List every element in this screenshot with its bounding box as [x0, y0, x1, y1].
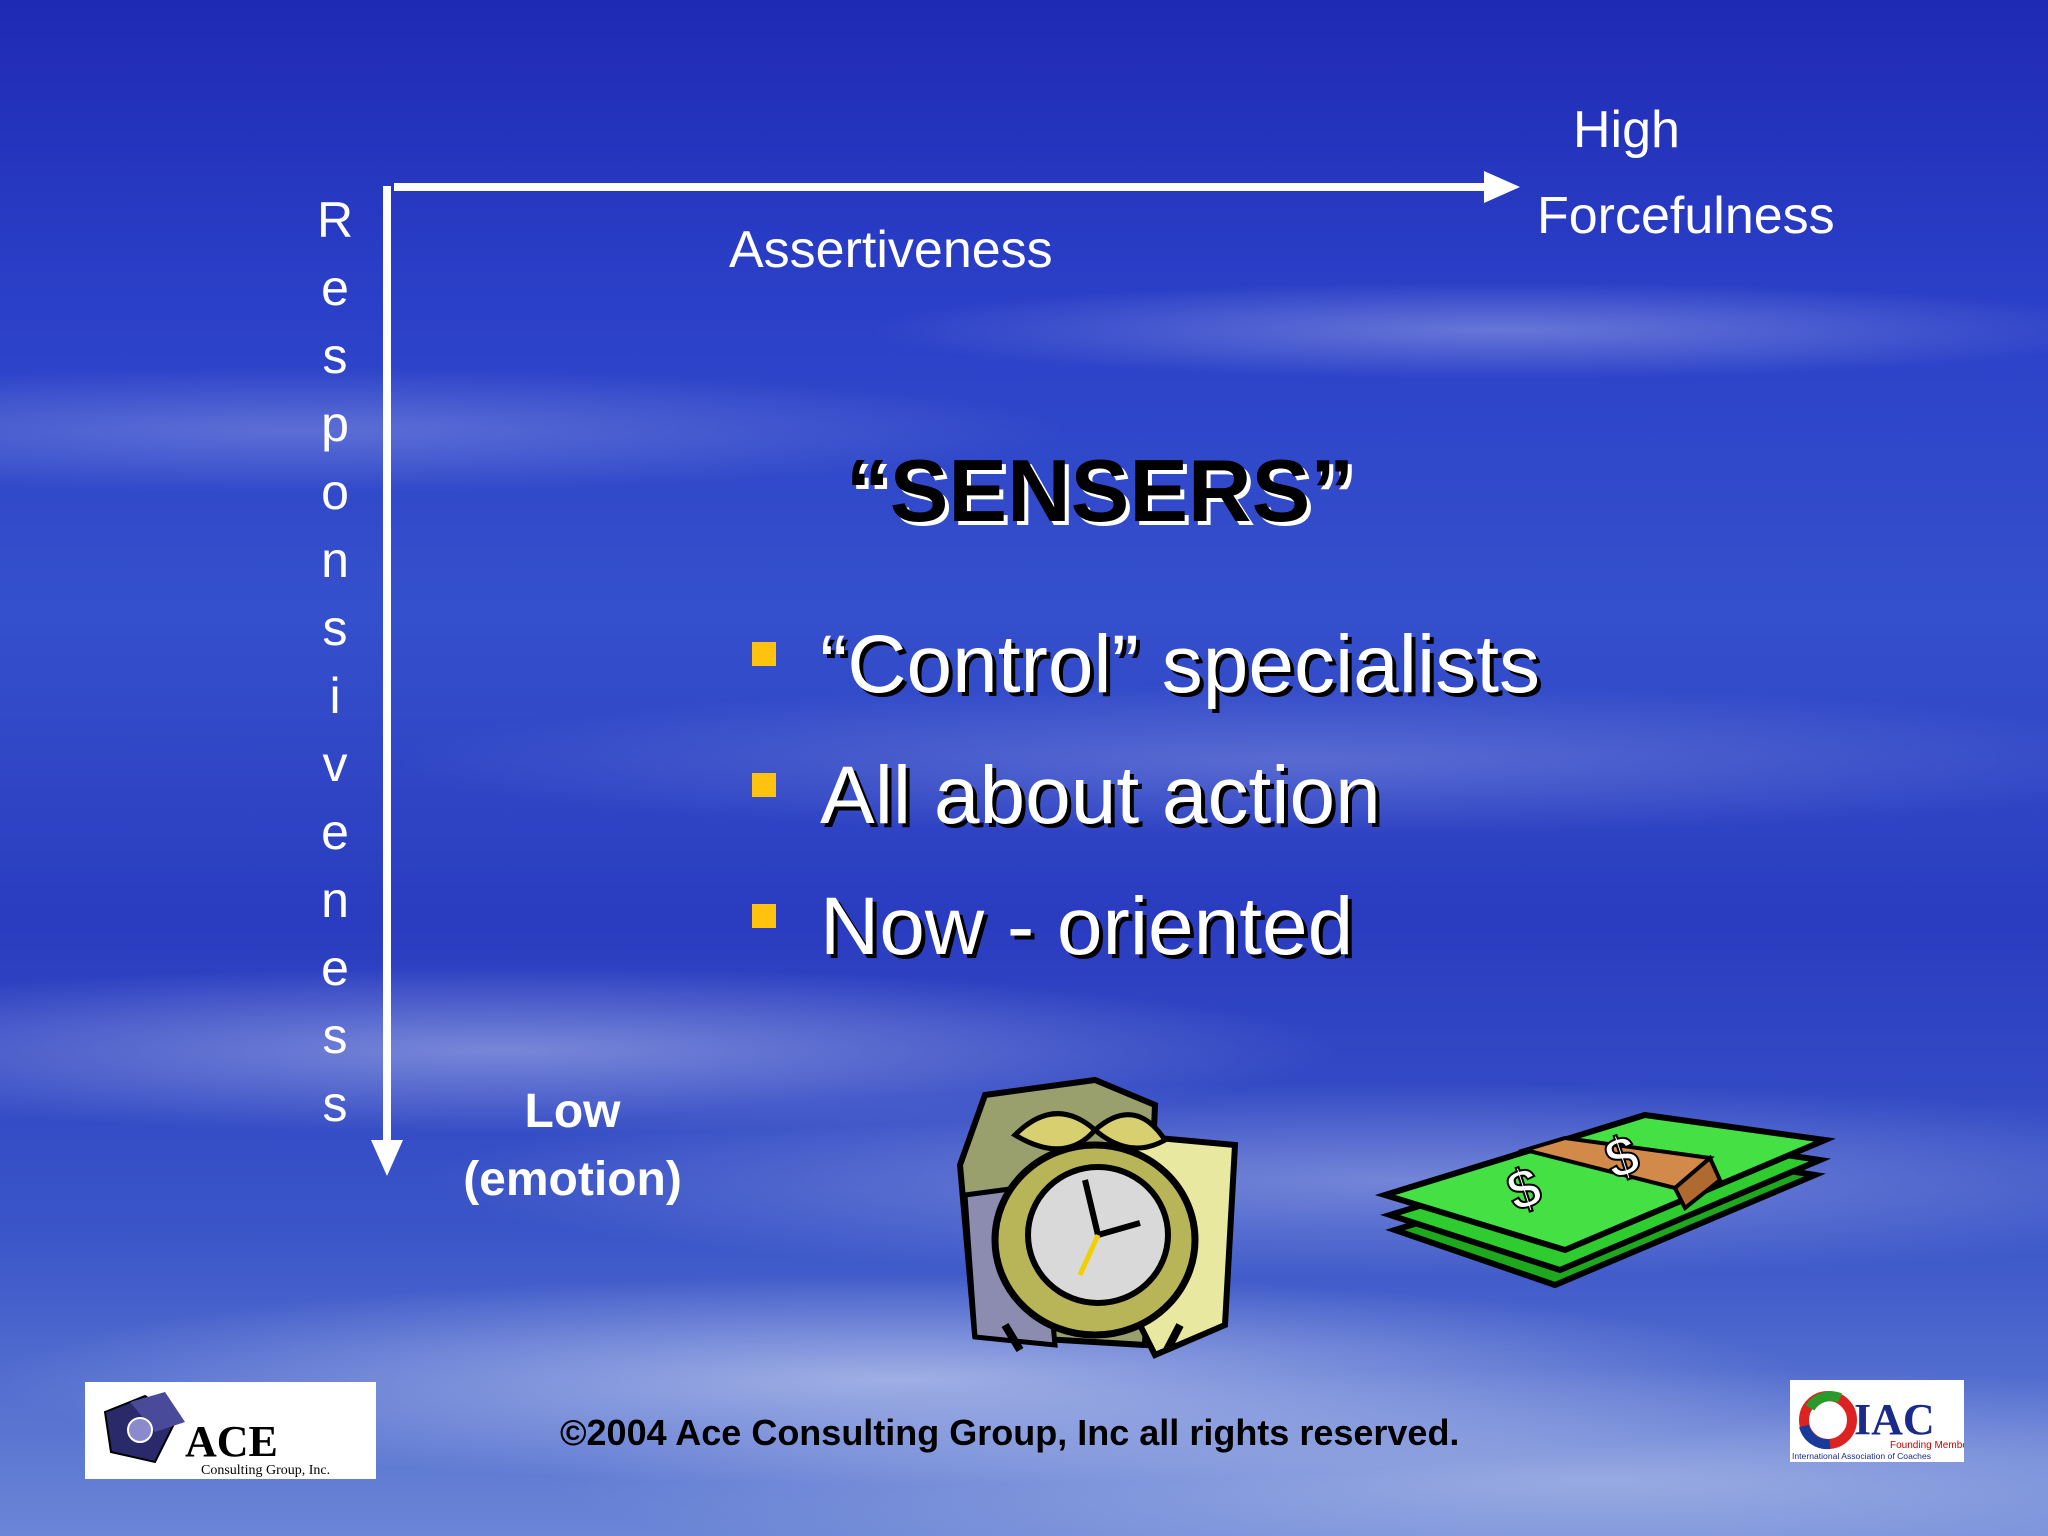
responsiveness-letter: n — [321, 872, 349, 928]
responsiveness-letter: s — [322, 1008, 348, 1064]
responsiveness-letter: e — [321, 804, 349, 860]
ace-logo: ACE Consulting Group, Inc. — [85, 1382, 376, 1479]
ace-logo-tagline: Consulting Group, Inc. — [201, 1463, 330, 1478]
bullet-list: “Control” specialists All about action N… — [748, 615, 1540, 1008]
responsiveness-letter: s — [322, 600, 348, 656]
responsiveness-letter: o — [321, 464, 349, 520]
forcefulness-label: Forcefulness — [1537, 187, 1835, 245]
bullet-square-icon — [752, 904, 776, 928]
iac-logo-line1: Founding Member — [1890, 1440, 1964, 1451]
assertiveness-axis-label: Assertiveness — [729, 221, 1053, 279]
bullet-square-icon — [752, 642, 776, 666]
emotion-label: (emotion) — [463, 1153, 682, 1206]
responsiveness-letter: R — [316, 192, 354, 248]
horizontal-axis-line — [394, 183, 1484, 191]
bullet-text: All about action — [820, 750, 1381, 841]
responsiveness-letter: p — [321, 396, 349, 452]
bullet-text: Now - oriented — [820, 881, 1354, 972]
slide-title: “SENSERS” — [845, 441, 1355, 540]
low-emotion-label: Low (emotion) — [430, 1078, 715, 1214]
bullet-item: All about action — [748, 746, 1540, 877]
copyright-text: ©2004 Ace Consulting Group, Inc all righ… — [560, 1412, 1460, 1453]
ace-logo-name: ACE — [185, 1417, 278, 1466]
low-label: Low — [524, 1085, 621, 1138]
responsiveness-letter: s — [322, 328, 348, 384]
bullet-square-icon — [752, 773, 776, 797]
responsiveness-letter: i — [329, 668, 341, 724]
responsiveness-letter: e — [321, 940, 349, 996]
horizontal-axis-arrowhead — [1484, 171, 1520, 203]
vertical-axis-line — [383, 186, 391, 1141]
bullet-item: Now - oriented — [748, 877, 1540, 1008]
ace-logo-mark-icon: ACE Consulting Group, Inc. — [103, 1392, 330, 1478]
responsiveness-letter: s — [322, 1076, 348, 1132]
iac-logo-mark-icon: IAC Founding Member International Associ… — [1792, 1391, 1972, 1461]
iac-logo-name: IAC — [1854, 1395, 1935, 1444]
high-label: High — [1573, 101, 1680, 159]
iac-logo: IAC Founding Member International Associ… — [1790, 1380, 1972, 1462]
responsiveness-letter: e — [321, 260, 349, 316]
iac-logo-line2: International Association of Coaches — [1792, 1451, 1931, 1461]
money-stack-icon: $ $ — [1375, 1111, 1835, 1289]
responsiveness-letter: n — [321, 532, 349, 588]
bullet-item: “Control” specialists — [748, 615, 1540, 746]
vertical-axis-arrowhead — [371, 1140, 403, 1176]
alarm-clock-icon — [956, 1076, 1239, 1359]
responsiveness-letter: v — [322, 736, 348, 792]
bullet-text: “Control” specialists — [820, 619, 1540, 710]
